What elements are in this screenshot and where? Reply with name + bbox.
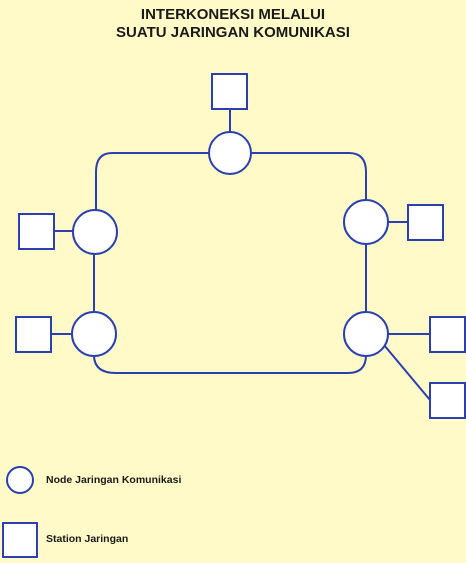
station-right-lower-1 [429, 316, 466, 353]
title-line-2: SUATU JARINGAN KOMUNIKASI [116, 24, 350, 41]
link-node-left-lower-to-node-right-lower [93, 354, 367, 374]
node-right-lower [343, 311, 389, 357]
node-top [208, 131, 252, 175]
station-left-lower [15, 316, 52, 353]
title-line-1: INTERKONEKSI MELALUI [140, 6, 326, 23]
legend-node-circle-icon [6, 466, 34, 494]
station-right-upper [407, 204, 444, 241]
station-left-upper [18, 213, 55, 250]
legend-station-label: Station Jaringan [46, 533, 129, 545]
station-right-lower-2 [429, 382, 466, 419]
legend-station-square-icon [2, 522, 38, 558]
node-right-upper [343, 199, 389, 245]
node-left-upper [72, 209, 118, 255]
diagram-title: INTERKONEKSI MELALUI SUATU JARINGAN KOMU… [0, 6, 466, 42]
link-node-top-to-node-left-upper [95, 152, 209, 211]
link-node-top-to-node-right-upper [251, 152, 367, 200]
station-top [211, 73, 248, 110]
legend-node-label: Node Jaringan Komunikasi [46, 474, 182, 486]
node-left-lower [71, 311, 117, 357]
link-station-right-lower-2 [383, 344, 431, 401]
